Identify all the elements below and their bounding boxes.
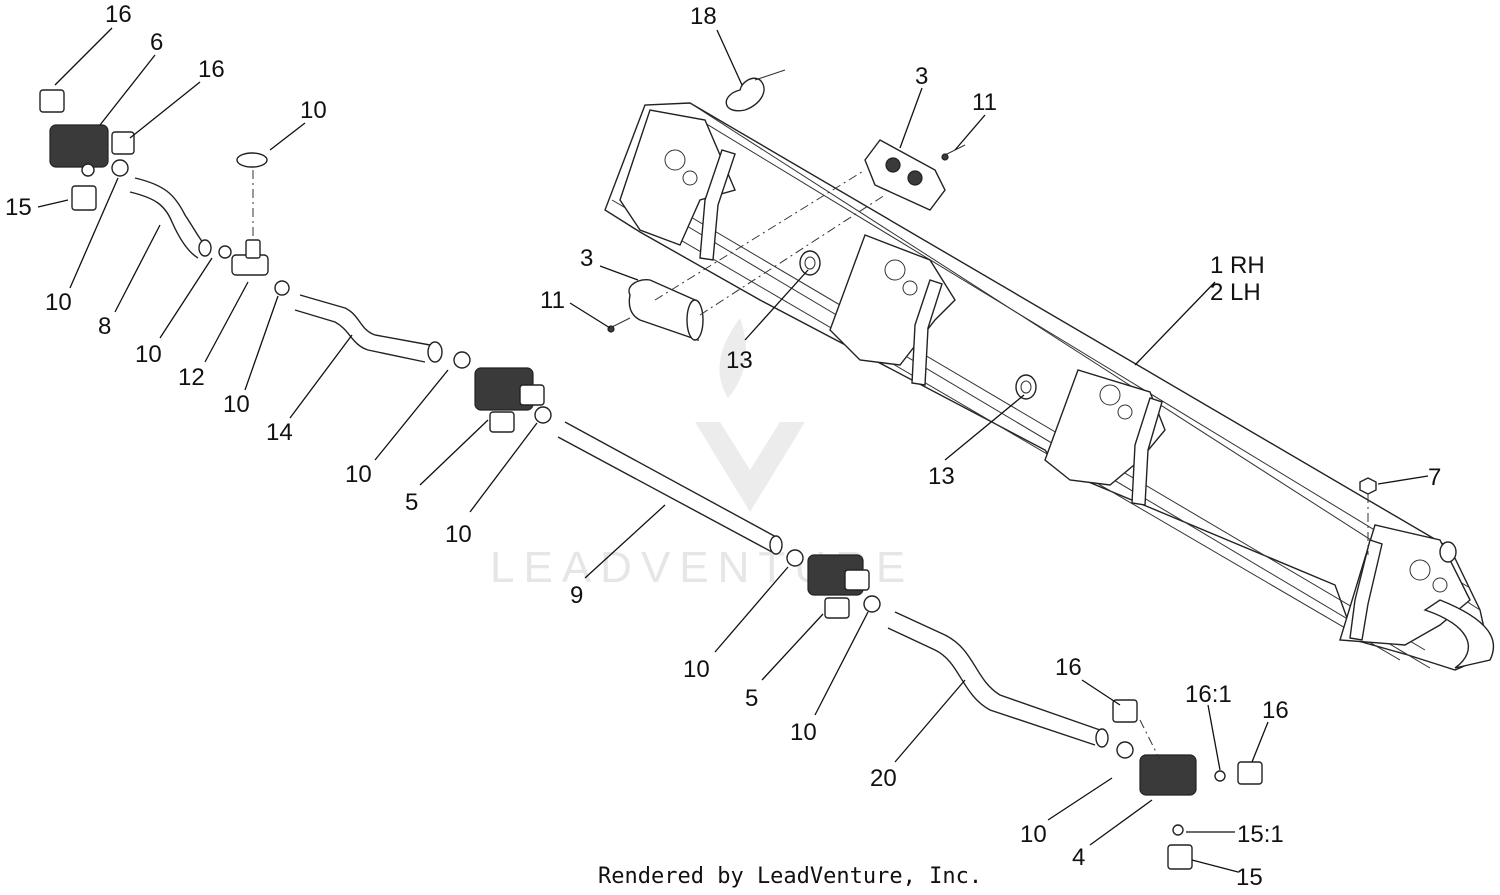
callout-label: 2 LH — [1210, 279, 1261, 306]
callout-label: 16 — [1262, 697, 1289, 724]
callout-label: 14 — [266, 419, 293, 446]
callout-label: 16 — [105, 1, 132, 28]
callout-label: 12 — [178, 364, 205, 391]
callout-label: 11 — [972, 89, 997, 116]
callout-label: 10 — [345, 461, 372, 488]
callout-label: 16 — [1055, 654, 1082, 681]
callout-label: 15:1 — [1237, 821, 1284, 848]
callouts: 16 6 16 15 10 10 8 10 12 10 14 10 5 10 9… — [5, 1, 1441, 891]
callout-label: 7 — [1428, 464, 1441, 491]
watermark: LEADVENTURE — [490, 318, 905, 592]
callout-label: 13 — [928, 463, 955, 490]
bushing-washers — [799, 250, 1037, 400]
callout-label: 5 — [745, 685, 758, 712]
callout-label: 20 — [870, 765, 897, 792]
mount-bracket-upper — [864, 139, 966, 211]
callout-label: 8 — [98, 313, 111, 340]
boom-frame — [604, 102, 1495, 671]
leader-lines — [37, 27, 1429, 873]
callout-label: 10 — [223, 391, 250, 418]
callout-label: 13 — [726, 347, 753, 374]
callout-label: 11 — [540, 287, 565, 314]
callout-label: 4 — [1072, 844, 1085, 871]
hitch-pin — [725, 69, 786, 112]
callout-label: 9 — [570, 582, 583, 609]
callout-label: 16:1 — [1185, 681, 1232, 708]
callout-label: 16 — [198, 56, 225, 83]
callout-label: 3 — [915, 63, 928, 90]
callout-label: 10 — [1020, 821, 1047, 848]
callout-label: 6 — [150, 29, 163, 56]
callout-label: 15 — [1236, 864, 1263, 891]
callout-label: 10 — [445, 521, 472, 548]
callout-label: 10 — [683, 656, 710, 683]
callout-label: 5 — [405, 489, 418, 516]
callout-label: 10 — [790, 719, 817, 746]
callout-label: 15 — [5, 194, 32, 221]
callout-label: 1 RH — [1210, 252, 1265, 279]
callout-label: 10 — [135, 341, 162, 368]
mount-sleeve — [607, 169, 886, 342]
callout-label: 10 — [300, 97, 327, 124]
callout-label: 18 — [690, 3, 717, 30]
footer-credit: Rendered by LeadVenture, Inc. — [598, 864, 982, 889]
callout-label: 10 — [45, 289, 72, 316]
callout-label: 3 — [580, 245, 593, 272]
